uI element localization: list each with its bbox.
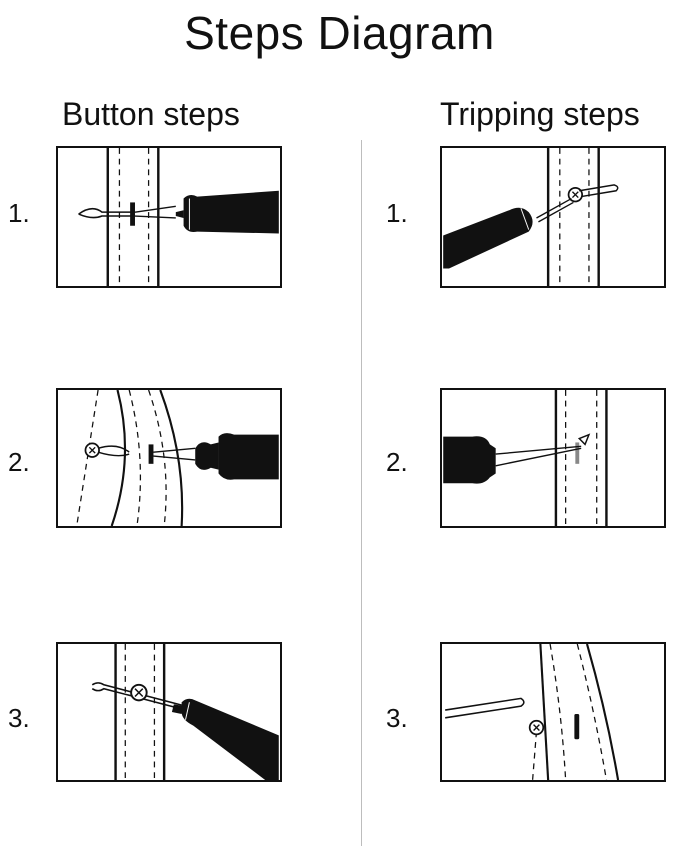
fabric-strip-icon xyxy=(76,390,184,526)
button-icon xyxy=(84,442,100,458)
tagging-gun-icon xyxy=(175,190,279,234)
button-step-2-panel xyxy=(56,388,282,528)
step-number: 3. xyxy=(386,703,408,733)
step-number: 2. xyxy=(386,447,408,477)
fabric-strip-icon xyxy=(114,644,166,780)
button-step-3-panel xyxy=(56,642,282,782)
tagging-gun-icon xyxy=(171,698,279,780)
tagging-gun-icon xyxy=(443,207,533,269)
step-number: 3. xyxy=(8,703,30,733)
plastic-fastener-icon xyxy=(495,433,591,467)
button-step-1-panel xyxy=(56,146,282,288)
plastic-fastener-icon xyxy=(78,202,176,226)
column-heading-button-steps: Button steps xyxy=(62,96,240,132)
plastic-fastener-icon xyxy=(445,697,580,740)
page-title: Steps Diagram xyxy=(184,7,495,59)
plastic-fastener-icon xyxy=(536,184,619,223)
fabric-strip-icon xyxy=(554,390,608,526)
tripping-step-2-panel xyxy=(440,388,666,528)
tagging-gun-icon xyxy=(443,436,496,484)
column-divider xyxy=(361,140,362,846)
plastic-fastener-icon xyxy=(91,682,186,711)
fabric-strip-icon xyxy=(531,644,620,780)
button-icon xyxy=(567,186,584,203)
tagging-gun-icon xyxy=(195,433,279,480)
button-icon xyxy=(130,683,148,702)
step-number: 1. xyxy=(386,198,408,228)
plastic-fastener-icon xyxy=(97,444,196,464)
tripping-step-3-panel xyxy=(440,642,666,782)
column-heading-tripping-steps: Tripping steps xyxy=(440,96,640,132)
tripping-step-1-panel xyxy=(440,146,666,288)
fabric-strip-icon xyxy=(546,148,600,286)
button-icon xyxy=(528,719,545,736)
step-number: 1. xyxy=(8,198,30,228)
step-number: 2. xyxy=(8,447,30,477)
